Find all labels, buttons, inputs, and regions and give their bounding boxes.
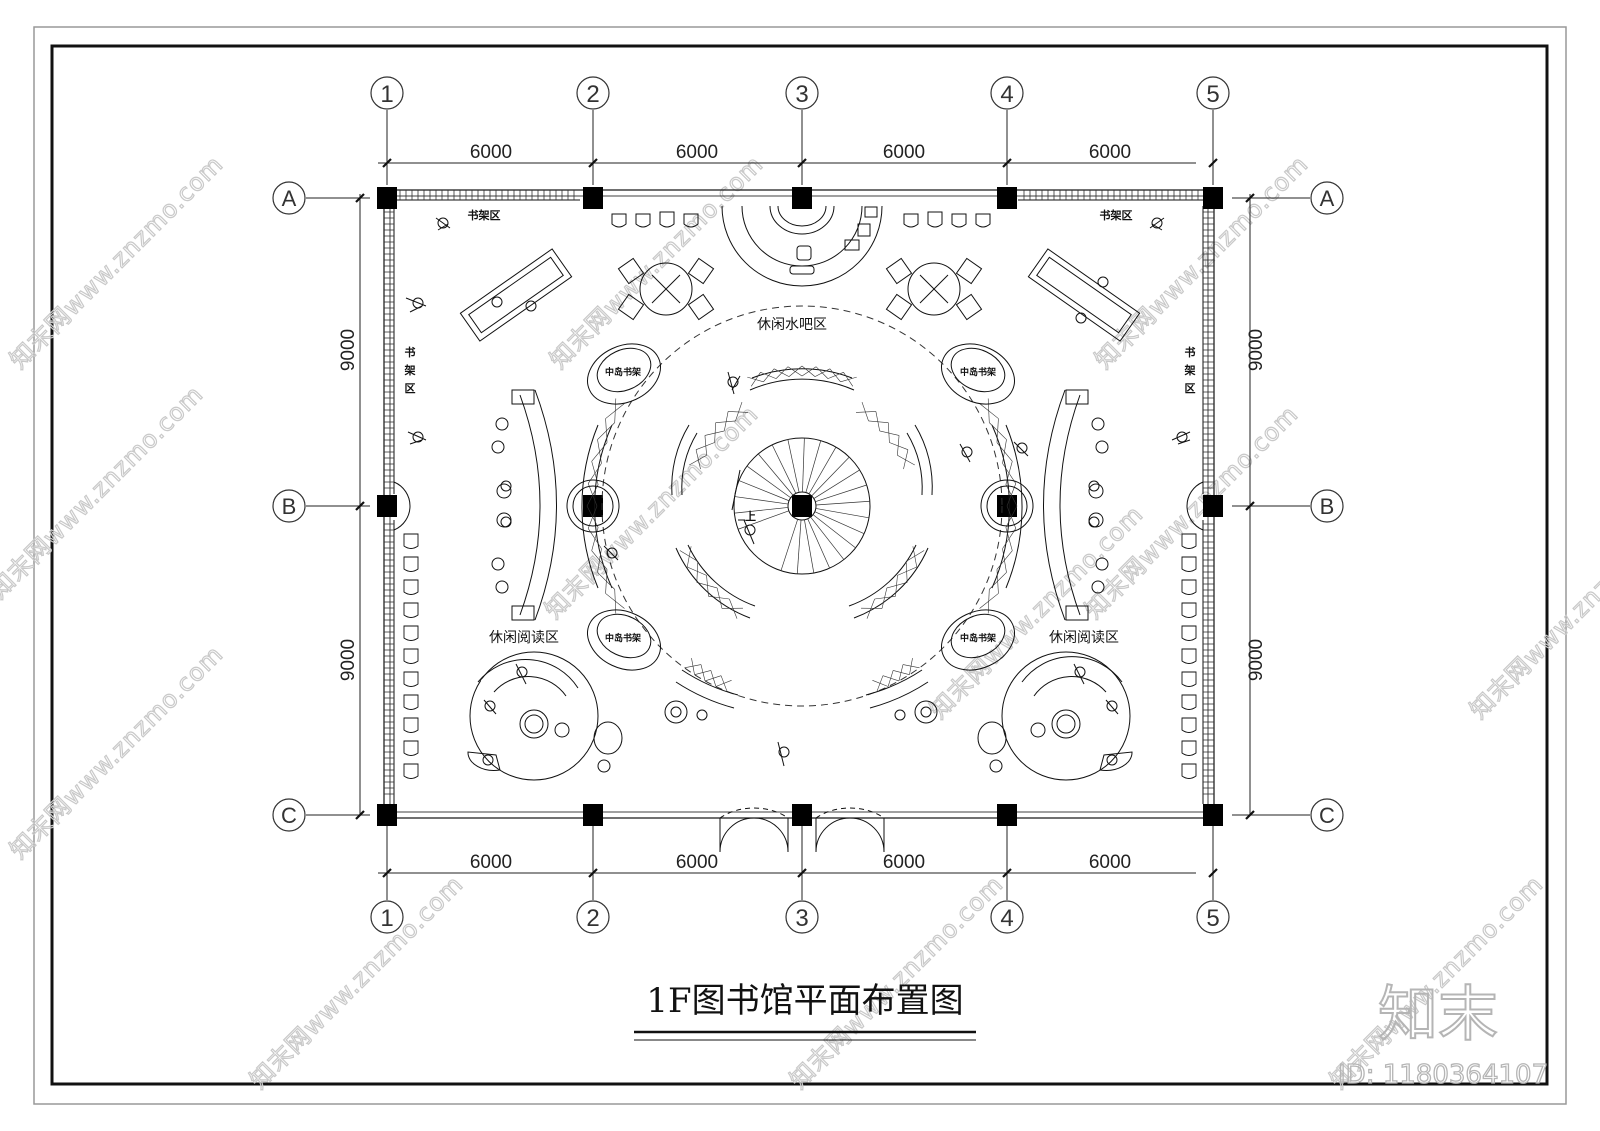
span-dimension: 6000 — [883, 852, 925, 873]
flower-pots — [500, 480, 1100, 724]
desk-stools — [491, 417, 1109, 594]
outer-frame — [33, 26, 1567, 1105]
zone-label-water-bar: 休闲水吧区 — [757, 317, 827, 333]
watermark-text: 知末网www.znzmo.com — [1079, 400, 1303, 624]
span-dimension: 6000 — [1089, 142, 1131, 163]
span-dimension: 6000 — [470, 852, 512, 873]
structural-columns — [377, 187, 1223, 826]
curved-reading-desks — [511, 389, 1089, 621]
round-table-right — [885, 257, 983, 321]
axis-bubbles-top — [272, 76, 1344, 934]
zone-label-shelf-vertical: 书架区 — [1184, 345, 1196, 395]
reading-table-left — [459, 248, 573, 342]
bay-dimension: 9000 — [338, 329, 359, 371]
drawing-title: 1F图书馆平面布置图 — [646, 981, 963, 1021]
axis-label-b: B — [1320, 494, 1335, 519]
reading-lounge-left — [467, 651, 623, 781]
watermark-layer: 知末网www.znzmo.com 知末网www.znzmo.com 知末网www… — [0, 149, 1600, 1095]
bay-dimension: 9000 — [338, 639, 359, 681]
watermark-text: 知末网www.znzmo.com — [4, 640, 228, 864]
watermark-text: 知末网www.znzmo.com — [244, 870, 468, 1094]
round-table-left — [617, 257, 715, 321]
island-shelf-label: 中岛书架 — [605, 366, 641, 378]
wall-shelves-right — [1181, 533, 1197, 779]
watermark-logo: 知末 — [1378, 980, 1498, 1050]
bay-dimension: 9000 — [1246, 639, 1267, 681]
zone-label-shelf: 书架区 — [468, 208, 501, 222]
axis-label-c: C — [281, 803, 297, 828]
inner-display-arcs — [581, 368, 1023, 709]
zone-label-shelf-vertical: 书架区 — [404, 345, 416, 395]
watermark-id: ID: 1180364107 — [1338, 1060, 1548, 1090]
zone-label-reading-left: 休闲阅读区 — [489, 629, 559, 646]
people-figures — [405, 217, 1191, 767]
axis-label-2: 2 — [586, 905, 599, 932]
axis-label-a: A — [282, 186, 297, 211]
island-shelf-label: 中岛书架 — [960, 632, 996, 644]
wall-shelves-left — [403, 533, 419, 779]
span-dimension: 6000 — [676, 142, 718, 163]
bar-stools — [611, 211, 991, 228]
watermark-text: 知末网www.znzmo.com — [924, 500, 1148, 724]
zone-label-reading-right: 休闲阅读区 — [1049, 629, 1119, 646]
inner-frame — [50, 44, 1549, 1086]
spiral-staircase — [731, 437, 871, 575]
axis-label-b: B — [282, 494, 297, 519]
entrance-doors — [719, 807, 885, 853]
axis-label-2: 2 — [586, 81, 599, 108]
axis-label-4: 4 — [1000, 905, 1013, 932]
island-shelf-label: 中岛书架 — [960, 366, 996, 378]
axis-label-4: 4 — [1000, 81, 1013, 108]
reading-lounge-right — [977, 651, 1133, 781]
dimension-ticks — [355, 158, 1255, 878]
circulation-dashed-circle — [601, 305, 1003, 707]
watermark-text: 知末网www.znzmo.com — [539, 400, 763, 624]
watermark-text: 知末网www.znzmo.com — [1464, 500, 1600, 724]
axis-label-1: 1 — [380, 81, 393, 108]
island-shelves — [587, 343, 1015, 671]
span-dimension: 6000 — [470, 142, 512, 163]
axis-label-3: 3 — [795, 81, 808, 108]
span-dimension: 6000 — [1089, 852, 1131, 873]
watermark-text: 知末网www.znzmo.com — [4, 150, 228, 374]
axis-label-5: 5 — [1206, 81, 1219, 108]
axis-label-3: 3 — [795, 905, 808, 932]
axis-label-5: 5 — [1206, 905, 1219, 932]
span-dimension: 6000 — [883, 142, 925, 163]
watermark-text: 知末网www.znzmo.com — [0, 380, 209, 604]
axis-label-1: 1 — [380, 905, 393, 932]
watermark-text: 知末网www.znzmo.com — [544, 150, 768, 374]
reading-table-right — [1027, 248, 1141, 342]
stair-up-label: 上 — [745, 509, 756, 523]
water-bar-counter — [721, 205, 883, 287]
zone-label-shelf: 书架区 — [1100, 208, 1133, 222]
island-shelf-label: 中岛书架 — [605, 632, 641, 644]
stair-treads — [734, 438, 870, 574]
axis-label-a: A — [1320, 186, 1335, 211]
curtain-wall-hatch — [384, 190, 1214, 795]
watermark-text: 知末网www.znzmo.com — [1089, 150, 1313, 374]
axis-label-c: C — [1319, 803, 1335, 828]
column-enclosures — [393, 479, 1204, 533]
span-dimension: 6000 — [676, 852, 718, 873]
bay-dimension: 9000 — [1246, 329, 1267, 371]
